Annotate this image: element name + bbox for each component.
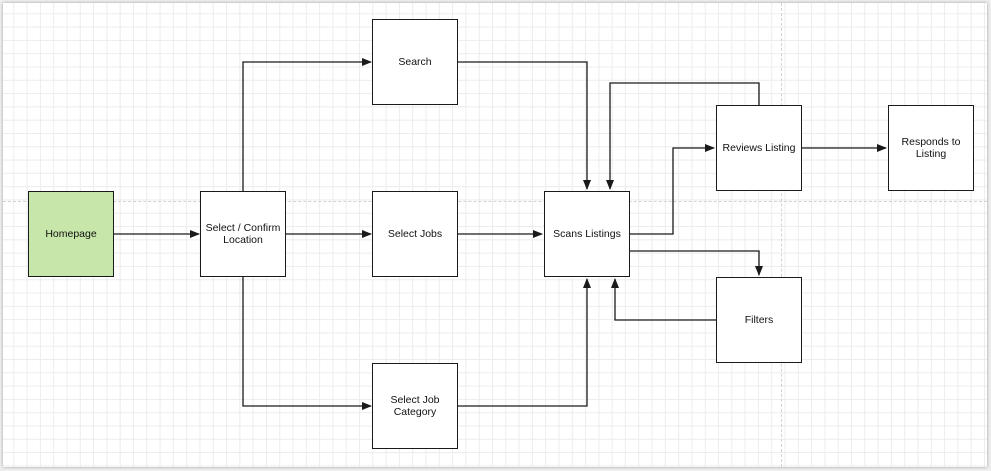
- node-select-jobs[interactable]: Select Jobs: [372, 191, 458, 277]
- edge-reviews-to-scans: [606, 82, 760, 190]
- edge-job-category-to-scans: [458, 278, 591, 407]
- node-select-job-category[interactable]: Select Job Category: [372, 363, 458, 449]
- node-label: Homepage: [45, 228, 97, 240]
- node-select-confirm-location[interactable]: Select / Confirm Location: [200, 191, 286, 277]
- page-break-vertical: [781, 3, 782, 467]
- node-search[interactable]: Search: [372, 19, 458, 105]
- node-label: Reviews Listing: [722, 142, 796, 154]
- diagram-canvas[interactable]: Homepage Select / Confirm Location Searc…: [3, 3, 987, 467]
- edge-location-to-search: [242, 58, 372, 191]
- edge-scans-to-filters: [630, 250, 763, 276]
- edge-scans-to-reviews: [630, 144, 715, 235]
- node-label: Scans Listings: [553, 228, 621, 240]
- node-label: Filters: [744, 314, 774, 326]
- node-label: Select Jobs: [387, 228, 443, 240]
- edge-filters-to-scans: [611, 278, 716, 321]
- edge-search-to-scans: [458, 61, 591, 190]
- page-break-horizontal: [3, 201, 987, 202]
- node-label: Select / Confirm Location: [205, 222, 281, 246]
- edges-layer: [114, 58, 887, 410]
- edge-location-to-job-category: [242, 277, 372, 410]
- node-scans-listings[interactable]: Scans Listings: [544, 191, 630, 277]
- node-reviews-listing[interactable]: Reviews Listing: [716, 105, 802, 191]
- node-label: Select Job Category: [390, 394, 440, 418]
- node-responds-to-listing[interactable]: Responds to Listing: [888, 105, 974, 191]
- node-label: Search: [398, 56, 432, 68]
- node-filters[interactable]: Filters: [716, 277, 802, 363]
- node-label: Responds to Listing: [901, 136, 961, 160]
- node-homepage[interactable]: Homepage: [28, 191, 114, 277]
